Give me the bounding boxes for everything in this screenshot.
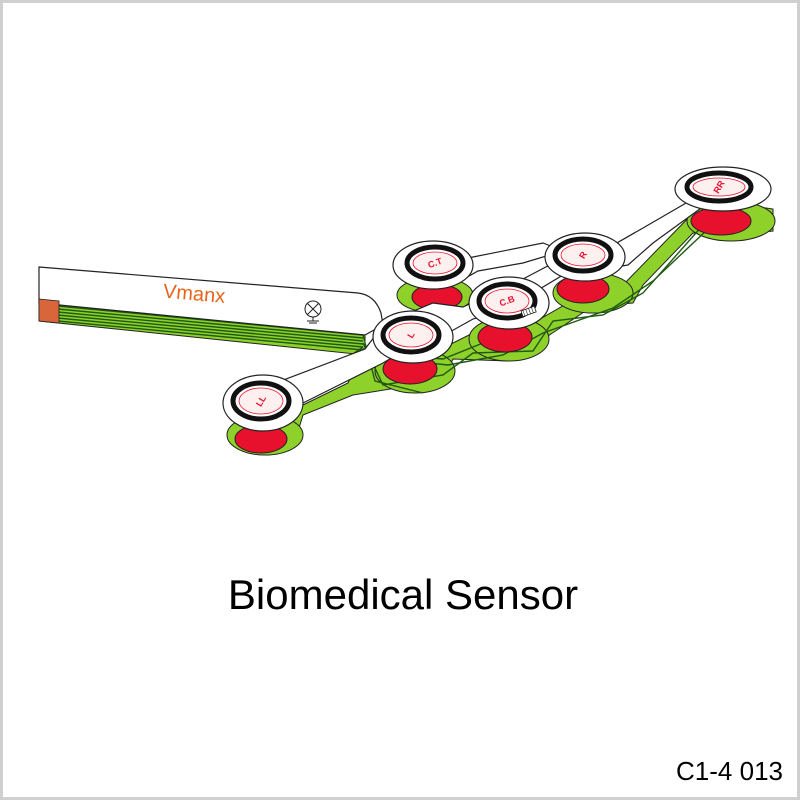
label-ct: C.T xyxy=(426,256,444,271)
ring-ll xyxy=(230,380,292,422)
connector-contacts xyxy=(38,298,60,324)
contact-rings xyxy=(230,170,754,422)
label-l: L xyxy=(405,330,417,340)
chip-icon xyxy=(520,305,537,318)
ring-ct xyxy=(404,244,466,282)
spine-pcb xyxy=(240,198,774,454)
sensor-illustration: LL L C.B C.T R RR Vmanx xyxy=(38,166,776,456)
label-ll: LL xyxy=(254,393,268,408)
ring-l xyxy=(380,315,442,355)
electrode-labels: LL L C.B C.T R RR xyxy=(254,178,727,408)
brand-label: Vmanx xyxy=(162,281,226,308)
ground-symbol-icon xyxy=(304,300,322,324)
ring-r xyxy=(552,236,614,274)
product-code: C1-4 013 xyxy=(676,756,783,786)
ring-cb xyxy=(476,281,538,321)
ring-rr xyxy=(684,170,754,204)
caption: Biomedical Sensor xyxy=(227,571,579,618)
label-r: R xyxy=(577,249,589,260)
